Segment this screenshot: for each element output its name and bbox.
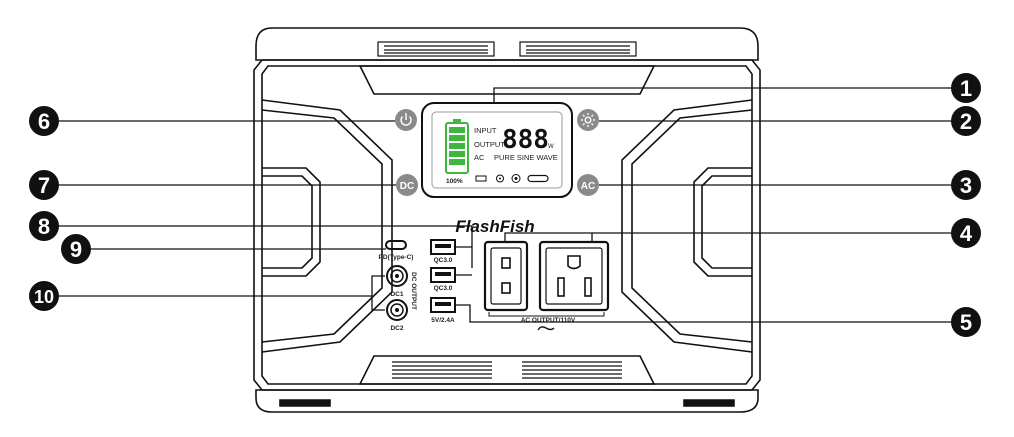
svg-text:5: 5 bbox=[960, 310, 972, 335]
qc-label-2: QC3.0 bbox=[434, 285, 453, 292]
usb-5v-port[interactable] bbox=[430, 297, 456, 313]
ac-label: AC bbox=[474, 153, 485, 162]
dc2-port[interactable] bbox=[386, 299, 408, 321]
ac-output-label: AC OUTPUT/110V bbox=[521, 317, 576, 324]
dc-icon bbox=[496, 174, 504, 183]
battery-icon bbox=[445, 119, 469, 174]
dc1-label: DC1 bbox=[390, 291, 403, 298]
callout-7: 7 bbox=[29, 170, 59, 200]
usb-icon bbox=[475, 175, 487, 182]
callout-10: 10 bbox=[29, 281, 59, 311]
ac-output-bracket bbox=[488, 312, 605, 317]
callout-9: 9 bbox=[61, 234, 91, 264]
dc-button[interactable]: DC bbox=[396, 174, 418, 196]
dc-round-icon bbox=[511, 174, 521, 183]
callout-5: 5 bbox=[951, 307, 981, 337]
callout-8: 8 bbox=[29, 211, 59, 241]
typec-port[interactable] bbox=[385, 240, 407, 250]
output-label: OUTPUT bbox=[474, 140, 505, 149]
svg-text:8: 8 bbox=[38, 214, 50, 239]
dc1-port[interactable] bbox=[386, 265, 408, 287]
svg-text:9: 9 bbox=[70, 237, 82, 262]
callout-lines bbox=[52, 87, 962, 323]
dc-button-label: DC bbox=[400, 181, 414, 192]
watt-unit: W bbox=[548, 144, 554, 150]
lcd-display: INPUT OUTPUT AC 888 W PURE SINE WAVE 100… bbox=[421, 102, 573, 198]
top-vents bbox=[377, 41, 637, 57]
dc2-label: DC2 bbox=[390, 325, 403, 332]
battery-percent: 100% bbox=[446, 178, 463, 185]
qc-port-1[interactable] bbox=[430, 239, 456, 255]
pure-sine-label: PURE SINE WAVE bbox=[494, 153, 558, 162]
bottom-vents bbox=[392, 361, 622, 379]
power-button[interactable] bbox=[395, 109, 417, 131]
callout-3: 3 bbox=[951, 170, 981, 200]
ac-outlet-2[interactable] bbox=[538, 240, 610, 312]
sun-icon bbox=[581, 113, 595, 127]
svg-text:2: 2 bbox=[960, 109, 972, 134]
svg-text:3: 3 bbox=[960, 173, 972, 198]
typec-icon bbox=[527, 174, 549, 183]
callout-4: 4 bbox=[951, 218, 981, 248]
svg-text:1: 1 bbox=[960, 76, 972, 101]
light-button[interactable] bbox=[577, 109, 599, 131]
qc-label-1: QC3.0 bbox=[434, 257, 453, 264]
svg-text:6: 6 bbox=[38, 109, 50, 134]
pure-sine-wave-icon bbox=[537, 326, 555, 331]
callout-1: 1 bbox=[951, 73, 981, 103]
brand-logo: FlashFish bbox=[455, 217, 534, 236]
svg-text:4: 4 bbox=[960, 221, 973, 246]
usb-5v-label: 5V/2.4A bbox=[431, 317, 455, 324]
ac-outlet-1[interactable] bbox=[483, 240, 529, 312]
callout-2: 2 bbox=[951, 106, 981, 136]
callout-6: 6 bbox=[29, 106, 59, 136]
power-icon bbox=[400, 113, 412, 126]
ac-button[interactable]: AC bbox=[577, 174, 599, 196]
svg-text:10: 10 bbox=[34, 287, 54, 307]
ac-button-label: AC bbox=[581, 181, 595, 192]
dc-output-label: DC OUTPUT bbox=[410, 272, 417, 310]
input-label: INPUT bbox=[474, 126, 497, 135]
pd-label: PD(Type-C) bbox=[379, 254, 414, 261]
svg-text:7: 7 bbox=[38, 173, 50, 198]
watt-digits: 888 bbox=[502, 125, 549, 155]
qc-port-2[interactable] bbox=[430, 267, 456, 283]
